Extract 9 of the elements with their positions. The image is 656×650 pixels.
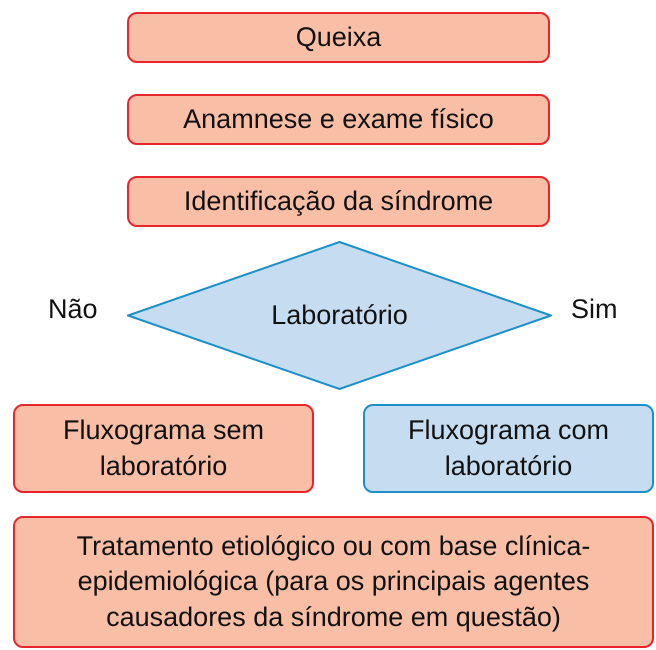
process-box: Fluxograma com laboratório bbox=[363, 404, 654, 493]
process-box: Queixa bbox=[127, 12, 550, 63]
branch-label: Não bbox=[48, 294, 98, 325]
process-box: Tratamento etiológico ou com base clínica-epidemiológica (para os principais agentes causadores da síndrome em questão) bbox=[13, 516, 654, 648]
process-box: Anamnese e exame físico bbox=[127, 94, 550, 145]
decision-label: Laboratório bbox=[271, 300, 408, 331]
process-box: Identificação da síndrome bbox=[127, 176, 550, 227]
branch-label: Sim bbox=[571, 294, 618, 325]
process-box: Fluxograma sem laboratório bbox=[13, 404, 314, 493]
